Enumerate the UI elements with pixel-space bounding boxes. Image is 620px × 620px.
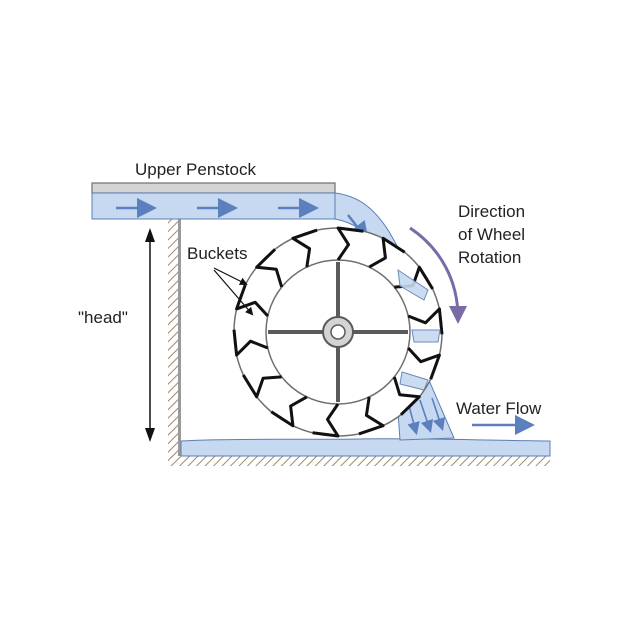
axle <box>330 324 346 340</box>
ground <box>168 210 550 466</box>
head-label: "head" <box>78 308 128 327</box>
bucket-water <box>397 268 441 391</box>
bucket <box>312 403 340 438</box>
bucket <box>291 228 318 268</box>
bucket <box>368 236 406 269</box>
flow-arrow-icon <box>419 399 434 434</box>
bucket-ring <box>232 226 444 438</box>
bucket <box>407 346 441 380</box>
bucket <box>242 374 282 399</box>
buckets-pointer <box>213 267 254 316</box>
bucket <box>336 226 364 261</box>
direction-label-line2: of Wheel <box>458 225 525 244</box>
buckets-label: Buckets <box>187 244 247 263</box>
water-flow-label: Water Flow <box>456 399 542 418</box>
bucket <box>270 395 308 428</box>
flow-arrow-icon <box>431 397 446 432</box>
water-wheel <box>232 226 444 438</box>
direction-label-line3: Rotation <box>458 248 521 267</box>
bucket <box>235 284 269 318</box>
direction-label-line1: Direction <box>458 202 525 221</box>
bucket <box>232 329 269 357</box>
bucket <box>407 307 444 335</box>
upper-penstock-label: Upper Penstock <box>135 160 256 179</box>
bucket <box>358 396 385 436</box>
bucket <box>255 248 284 288</box>
rotation-arrow-icon <box>409 226 467 324</box>
bucket <box>392 376 421 416</box>
head-dimension <box>145 228 155 442</box>
